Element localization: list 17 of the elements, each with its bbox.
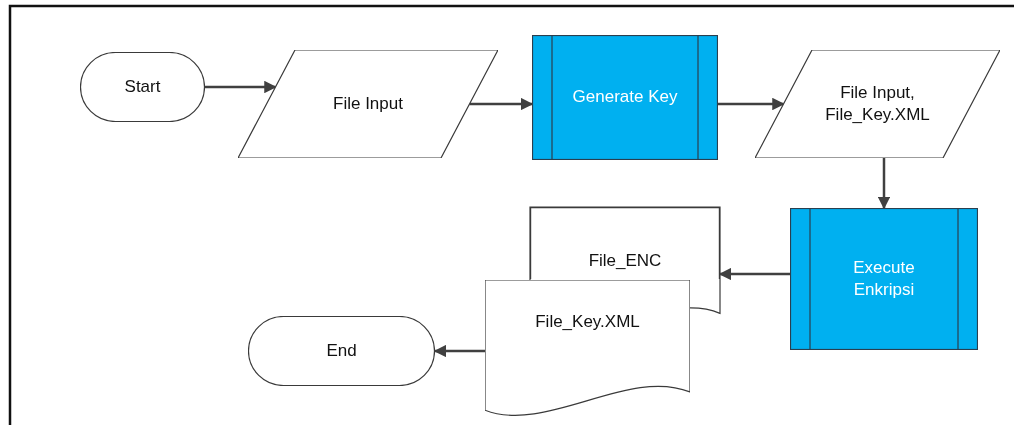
arrow xyxy=(718,267,790,281)
data-parallelogram xyxy=(755,50,1000,158)
node-label: Execute Enkripsi xyxy=(852,256,916,301)
arrow xyxy=(205,80,277,94)
arrow xyxy=(877,158,891,210)
node-label: File Input, File_Key.XML xyxy=(824,81,931,126)
data-parallelogram xyxy=(238,50,498,158)
node-label: Start xyxy=(124,75,161,98)
node-label: File Input xyxy=(333,92,403,115)
node-label: End xyxy=(326,339,357,362)
arrow xyxy=(718,97,785,111)
document-shape xyxy=(530,207,720,279)
node-label: File_ENC xyxy=(588,249,662,272)
predefined-process-box xyxy=(790,208,978,350)
predefined-process-box xyxy=(532,35,718,160)
node-label: Generate Key xyxy=(572,86,678,109)
node-label: File_Key.XML xyxy=(535,311,640,334)
